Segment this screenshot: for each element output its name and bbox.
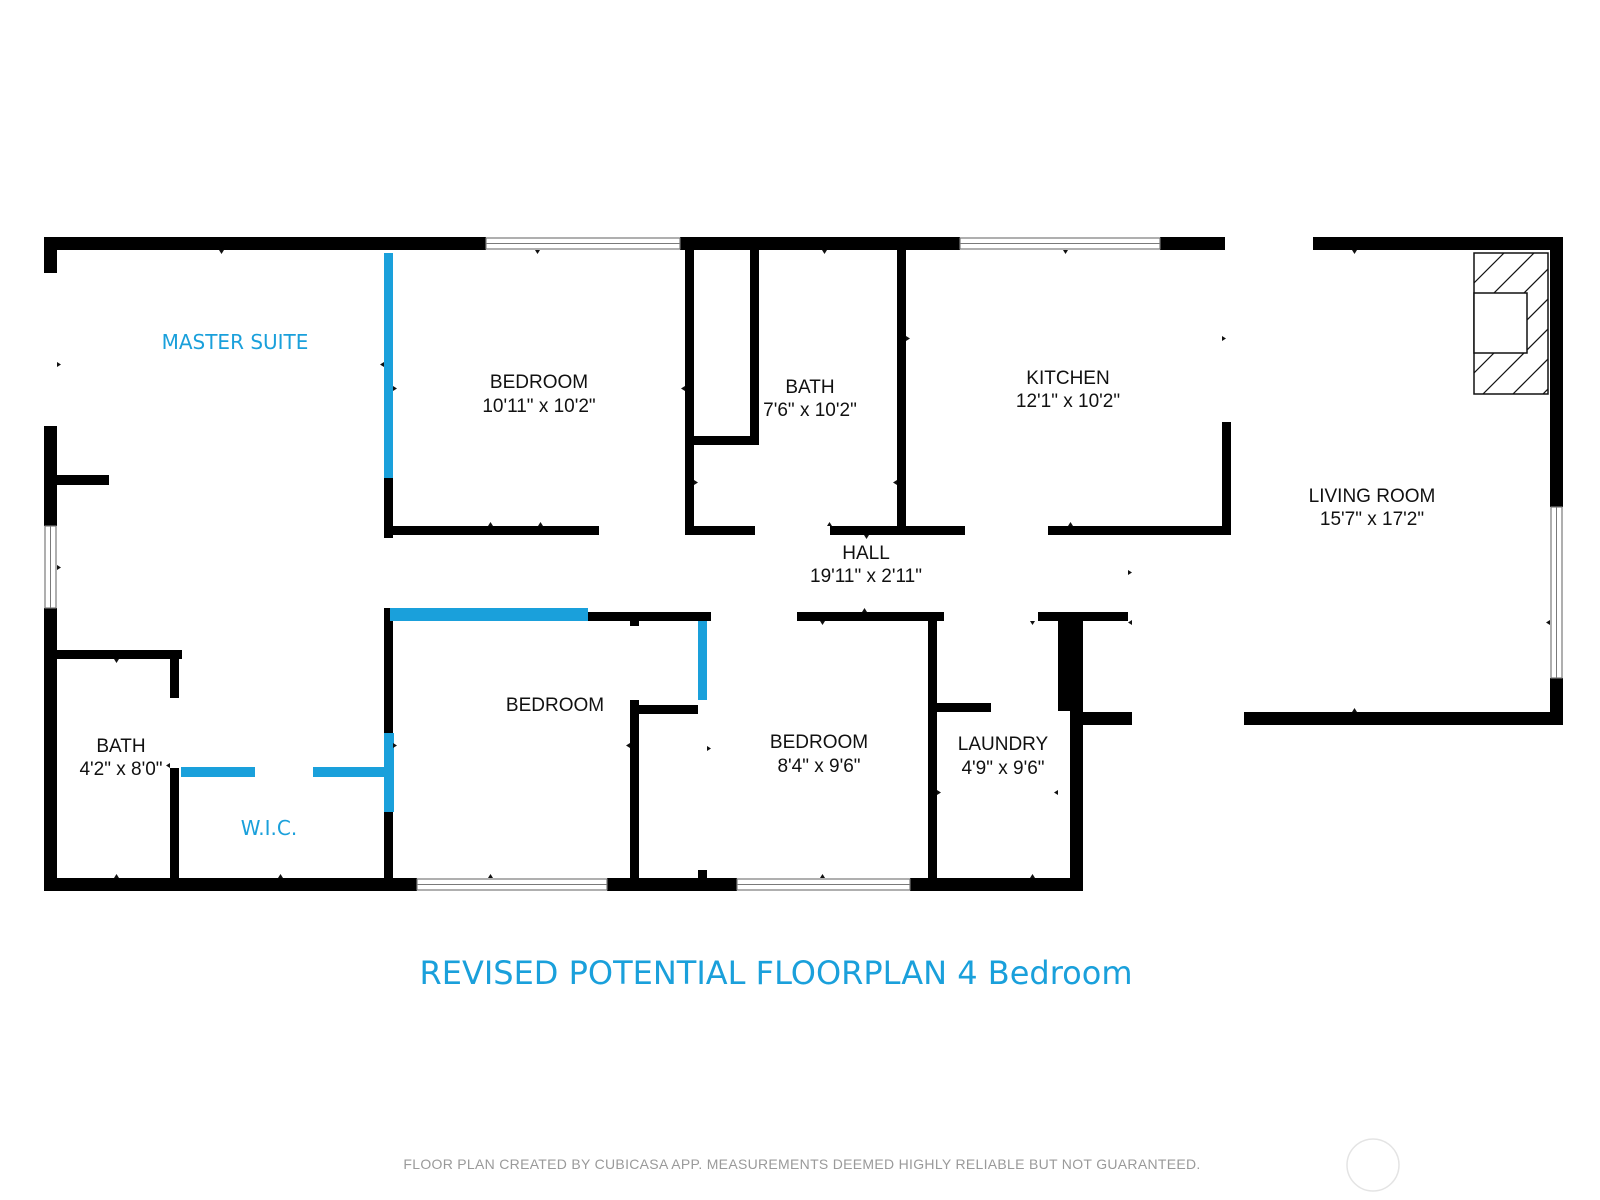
bath-2-name: BATH (96, 736, 145, 757)
bath-2-size: 4'2" x 8'0" (79, 759, 162, 780)
room-labels: MASTER SUITE BEDROOM 10'11" x 10'2" BATH… (79, 330, 1435, 840)
kitchen-size: 12'1" x 10'2" (1016, 391, 1120, 412)
hall-size: 19'11" x 2'11" (810, 566, 922, 587)
laundry-name: LAUNDRY (958, 734, 1049, 755)
revised-wall-bedroom3 (698, 621, 707, 700)
disclaimer-text: FLOOR PLAN CREATED BY CUBICASA APP. MEAS… (403, 1156, 1200, 1172)
bedroom-3-name: BEDROOM (770, 732, 868, 753)
bath-1-name: BATH (785, 377, 834, 398)
revised-wall-bedroom2 (390, 608, 588, 621)
bedroom-3-size: 8'4" x 9'6" (777, 756, 860, 777)
revised-wall-bedroom1 (384, 253, 393, 478)
bedroom-2-name: BEDROOM (506, 695, 604, 716)
watermark-circle-icon (1346, 1138, 1400, 1192)
revised-wall-wic-jamb (384, 733, 394, 812)
kitchen-name: KITCHEN (1026, 368, 1109, 389)
bath-1-size: 7'6" x 10'2" (763, 400, 857, 421)
revised-wall-wic-right (313, 767, 388, 777)
laundry-size: 4'9" x 9'6" (961, 758, 1044, 779)
hall-name: HALL (842, 543, 890, 564)
wic-label: W.I.C. (241, 816, 297, 840)
living-room-name: LIVING ROOM (1309, 486, 1436, 507)
revised-wall-wic-left (181, 767, 255, 777)
plan-title: REVISED POTENTIAL FLOORPLAN 4 Bedroom (419, 954, 1132, 992)
exterior-walls (44, 237, 1563, 891)
living-room-size: 15'7" x 17'2" (1320, 509, 1424, 530)
bedroom-1-size: 10'11" x 10'2" (482, 396, 595, 417)
master-suite-label: MASTER SUITE (162, 330, 309, 354)
dimension-markers (57, 250, 1550, 878)
revised-walls (181, 253, 707, 812)
bedroom-1-name: BEDROOM (490, 372, 588, 393)
windows (44, 237, 1563, 891)
fireplace-icon (1473, 252, 1549, 395)
